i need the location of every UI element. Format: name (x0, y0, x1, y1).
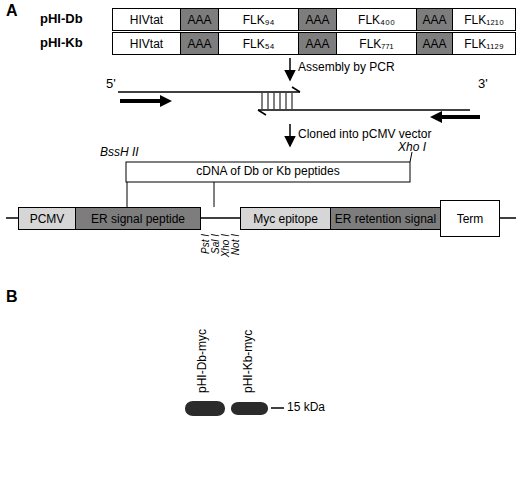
restriction-site: Xho I (398, 141, 426, 154)
insert-leg (214, 182, 215, 207)
step-arrow (289, 124, 291, 146)
peptide-box: FLK₉₄ (218, 8, 299, 31)
insert-label: cDNA of Db or Kb peptides (126, 165, 410, 178)
box-text: FLK₇₇₁ (359, 37, 393, 51)
box-text: FLK₅₄ (243, 37, 275, 51)
linker-box: AAA (298, 8, 337, 31)
box-text: FLK₉₄ (243, 13, 275, 27)
box-text: Term (457, 212, 484, 226)
peptide-box: FLK₅₄ (218, 32, 299, 55)
restriction-site: Sal I (210, 234, 221, 270)
step-arrow (289, 58, 291, 80)
strand-half-arrow (292, 87, 300, 92)
insert-leg (127, 182, 128, 207)
panel-letter: B (6, 288, 18, 306)
box-text: Myc epitope (253, 212, 318, 226)
peptide-box: FLK₁₁₂₉ (452, 32, 516, 55)
blot-band (231, 402, 268, 415)
primer-arrow (120, 95, 172, 107)
box-text: ER retention signal (335, 212, 436, 226)
box-text: ER signal peptide (91, 212, 185, 226)
box-text: FLK₁₂₁₀ (464, 13, 504, 27)
restriction-site: Pst I (200, 234, 211, 270)
terminator-box: Term (440, 200, 500, 237)
strand-half-arrow (258, 110, 266, 115)
signal-box: ER retention signal (330, 207, 441, 230)
box-text: AAA (305, 37, 329, 51)
hatch-line (292, 93, 293, 109)
box-text: HIVtat (130, 37, 163, 51)
construct-name: pHI-Db (40, 12, 83, 26)
peptide-box: HIVtat (112, 32, 181, 55)
signal-box: ER signal peptide (75, 207, 201, 230)
box-text: AAA (187, 37, 211, 51)
step-label: Assembly by PCR (298, 61, 395, 74)
hatch-line (280, 93, 281, 109)
linker-box: AAA (298, 32, 337, 55)
promoter-box: PCMV (18, 207, 76, 230)
strand-end-label: 5' (106, 77, 116, 91)
peptide-box: FLK₄₀₀ (336, 8, 417, 31)
box-text: FLK₄₀₀ (358, 13, 395, 27)
oligo-strand (118, 91, 300, 93)
hatch-line (274, 93, 275, 109)
box-text: AAA (187, 13, 211, 27)
epitope-box: Myc epitope (240, 207, 331, 230)
blot-band (185, 401, 225, 416)
linker-box: AAA (416, 32, 453, 55)
hatch-line (262, 93, 263, 109)
panel-letter: A (6, 2, 18, 20)
size-marker-tick (271, 407, 284, 409)
restriction-site: Xho I (220, 234, 231, 270)
box-text: AAA (422, 37, 446, 51)
restriction-site: BssH II (100, 146, 139, 159)
hatch-line (286, 93, 287, 109)
size-marker-label: 15 kDa (287, 401, 325, 414)
restriction-site: Not I (230, 234, 241, 270)
box-text: AAA (305, 13, 329, 27)
construct-name: pHI-Kb (40, 36, 83, 50)
step-label: Cloned into pCMV vector (298, 128, 431, 141)
linker-box: AAA (416, 8, 453, 31)
box-text: HIVtat (130, 13, 163, 27)
box-text: PCMV (30, 212, 65, 226)
lane-label: pHI-Kb-myc (242, 303, 255, 393)
linker-box: AAA (180, 32, 219, 55)
lane-label: pHI-Db-myc (196, 303, 209, 393)
peptide-box: FLK₇₇₁ (336, 32, 417, 55)
insert-bracket (126, 162, 410, 182)
hatch-line (268, 93, 269, 109)
peptide-box: FLK₁₂₁₀ (452, 8, 516, 31)
box-text: AAA (422, 13, 446, 27)
primer-arrow (430, 111, 480, 123)
box-text: FLK₁₁₂₉ (464, 37, 504, 51)
linker-box: AAA (180, 8, 219, 31)
strand-end-label: 3' (478, 77, 488, 91)
peptide-box: HIVtat (112, 8, 181, 31)
overlap-hatch (262, 93, 292, 109)
oligo-strand (258, 109, 470, 111)
